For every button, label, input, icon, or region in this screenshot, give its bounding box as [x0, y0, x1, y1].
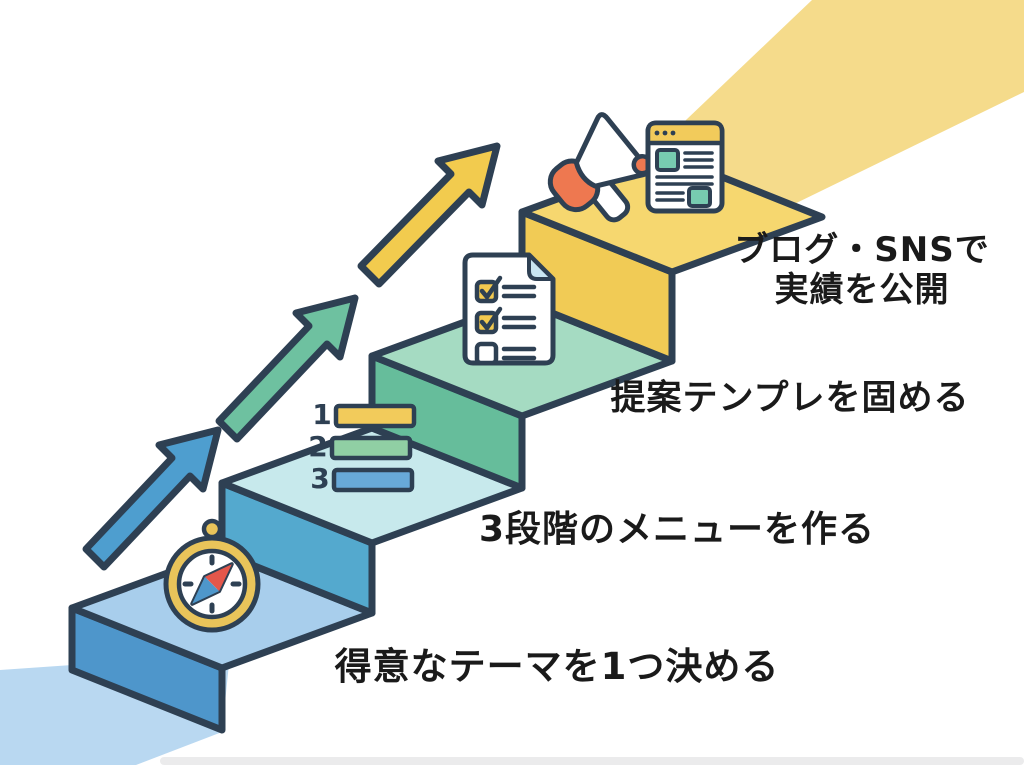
compass-icon — [163, 518, 261, 633]
step-4-label-line-1: ブログ・SNSで — [734, 229, 990, 270]
list-number-3: 3 — [310, 462, 329, 495]
yellow-up-arrow-icon — [357, 142, 501, 288]
list-bar-1 — [333, 403, 417, 429]
checkbox-2 — [474, 310, 499, 335]
numbered-list-icon: 1 2 3 — [308, 398, 417, 495]
list-number-1: 1 — [312, 398, 331, 431]
step-4-label: ブログ・SNSで 実績を公開 — [734, 230, 989, 310]
checklist-lines — [501, 284, 537, 361]
browser-block-top — [655, 148, 680, 172]
checklist-icon — [462, 252, 556, 366]
step-3-label: 提案テンプレを固める — [610, 378, 970, 419]
browser-header-dots — [654, 130, 676, 136]
blue-up-arrow-icon — [82, 426, 222, 571]
list-bar-3 — [331, 467, 415, 493]
growth-arrows — [82, 142, 501, 571]
bottom-edge-shadow — [160, 757, 1024, 765]
browser-header — [645, 120, 725, 146]
step-1-label: 得意なテーマを1つ決める — [334, 645, 780, 689]
compass-needle-north — [204, 564, 232, 592]
checkbox-1 — [474, 279, 499, 304]
list-bar-2 — [329, 435, 413, 461]
compass-ticks — [182, 554, 242, 614]
step-2-label: 3段階のメニューを作る — [478, 508, 876, 550]
browser-text-lines — [655, 151, 714, 202]
browser-window-icon — [645, 120, 725, 214]
checklist-fold — [527, 253, 555, 281]
compass-needle-south — [192, 576, 220, 604]
green-up-arrow-icon — [215, 294, 359, 443]
step-4-label-line-2: 実績を公開 — [774, 270, 950, 310]
checkmarks — [479, 275, 503, 332]
browser-block-bottom — [687, 186, 712, 208]
checkbox-3 — [474, 341, 499, 366]
compass-crown — [201, 518, 223, 540]
list-number-2: 2 — [308, 430, 327, 463]
